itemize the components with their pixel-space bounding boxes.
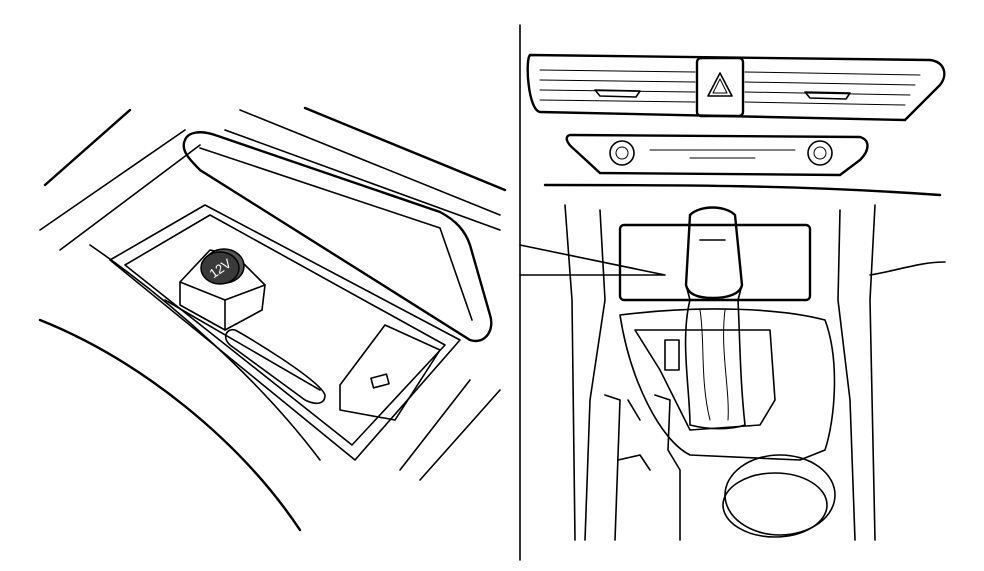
- wireless-charging-pad: [618, 223, 812, 302]
- hazard-button: [695, 56, 745, 118]
- gear-shift-knob: [684, 206, 744, 300]
- console-storage-drawing: [38, 106, 507, 532]
- power-socket-12v: 12V: [200, 248, 245, 285]
- dashboard-drawing: [526, 53, 946, 541]
- callout-leader: [519, 244, 666, 276]
